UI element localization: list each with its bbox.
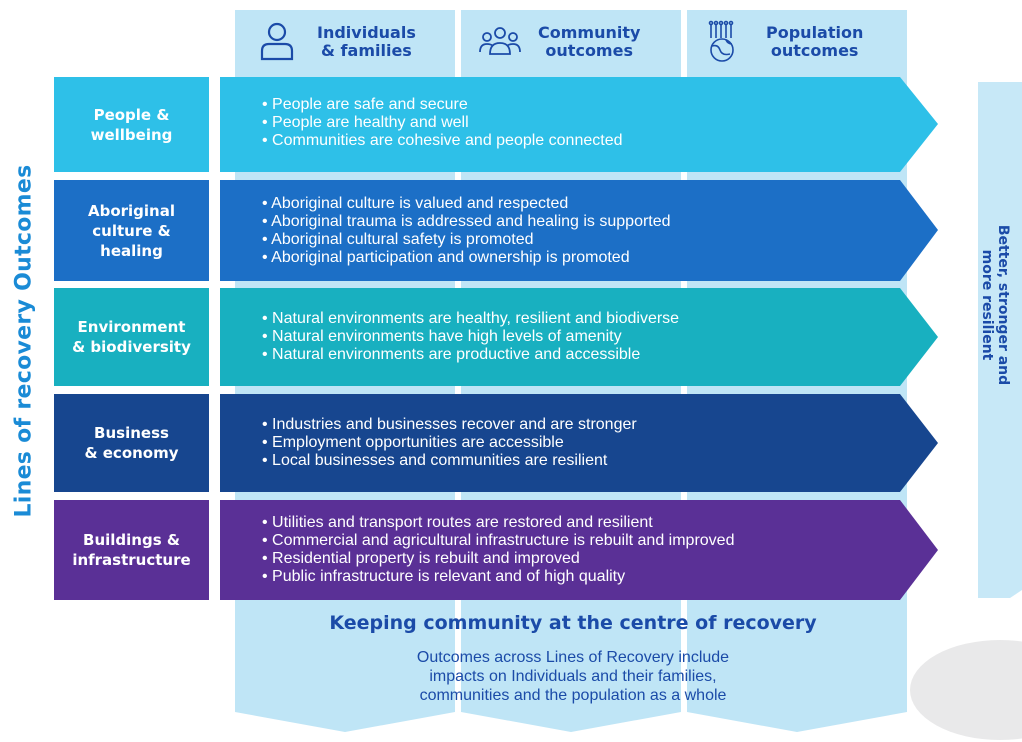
outcome-item: Commercial and agricultural infrastructu… (262, 532, 734, 550)
column-label-line: Population (766, 23, 864, 42)
outcome-item: Local businesses and communities are res… (262, 452, 637, 470)
outcome-item: People are healthy and well (262, 114, 622, 132)
row-label-buildings: Buildings & infrastructure (54, 500, 209, 600)
globe-population-icon (700, 20, 744, 64)
community-icon (478, 20, 522, 64)
outcome-item: Residential property is rebuilt and impr… (262, 550, 734, 568)
bottom-description: Outcomes across Lines of Recovery includ… (233, 648, 913, 705)
row-label-people: People & wellbeing (54, 77, 209, 172)
outcome-list-environment: Natural environments are healthy, resili… (262, 310, 679, 364)
row-label-environment: Environment & biodiversity (54, 288, 209, 386)
outcome-item: Communities are cohesive and people conn… (262, 132, 622, 150)
row-label-line: & economy (84, 444, 179, 462)
column-header-individuals: Individuals & families (255, 10, 416, 74)
row-label-line: Aboriginal (87, 201, 175, 220)
outcome-item: Natural environments have high levels of… (262, 328, 679, 346)
row-label-box-buildings (54, 500, 209, 600)
row-label-line: healing (100, 241, 163, 260)
column-label-line: outcomes (545, 41, 633, 60)
row-label-box-people (54, 77, 209, 172)
outcome-list-business: Industries and businesses recover and ar… (262, 416, 637, 470)
outcome-item: Natural environments are productive and … (262, 346, 679, 364)
side-title: Lines of recovery Outcomes (11, 164, 37, 518)
column-label: Community outcomes (538, 24, 640, 60)
row-label-box-aboriginal (54, 180, 209, 281)
right-arrow-shape (978, 82, 1022, 598)
outcome-item: People are safe and secure (262, 96, 622, 114)
row-label-box-environment (54, 288, 209, 386)
column-label: Individuals & families (317, 24, 416, 60)
right-arrow-caption-line: Better, stronger and (995, 224, 1011, 386)
row-label-line: Buildings & (83, 531, 180, 549)
person-icon (255, 20, 299, 64)
column-label-line: & families (321, 41, 412, 60)
column-header-population: Population outcomes (700, 10, 863, 74)
outcome-item: Aboriginal trauma is addressed and heali… (262, 213, 670, 231)
column-label: Population outcomes (766, 24, 863, 60)
bottom-title: Keeping community at the centre of recov… (329, 612, 817, 634)
outcome-item: Utilities and transport routes are resto… (262, 514, 734, 532)
bottom-description-line: communities and the population as a whol… (419, 687, 727, 704)
outcome-item: Industries and businesses recover and ar… (262, 416, 637, 434)
right-arrow-caption: Better, stronger and more resilient (979, 225, 1011, 385)
row-label-line: Business (94, 424, 169, 442)
outcome-list-aboriginal: Aboriginal culture is valued and respect… (262, 195, 671, 267)
column-label-line: Individuals (317, 23, 416, 42)
row-label-line: culture & (92, 221, 171, 240)
bottom-description-line: impacts on Individuals and their familie… (429, 668, 717, 685)
outcome-item: Public infrastructure is relevant and of… (262, 568, 734, 586)
row-label-line: wellbeing (90, 125, 173, 144)
outcome-item: Aboriginal participation and ownership i… (262, 249, 671, 267)
shadow-shape (910, 640, 1022, 740)
row-label-line: & biodiversity (72, 338, 191, 356)
row-label-line: Environment (77, 318, 186, 336)
column-header-community: Community outcomes (478, 10, 640, 74)
outcome-item: Aboriginal cultural safety is promoted (262, 231, 671, 249)
row-label-line: People & (93, 105, 170, 124)
row-label-business: Business & economy (54, 394, 209, 492)
column-label-line: Community (538, 23, 641, 42)
row-label-line: infrastructure (72, 551, 191, 569)
outcome-item: Natural environments are healthy, resili… (262, 310, 679, 328)
row-label-aboriginal: Aboriginal culture & healing (54, 180, 209, 281)
outcome-item: Aboriginal culture is valued and respect… (262, 195, 671, 213)
right-arrow-caption-line: more resilient (979, 249, 995, 361)
row-label-box-business (54, 394, 209, 492)
bottom-description-line: Outcomes across Lines of Recovery includ… (416, 649, 730, 666)
column-label-line: outcomes (770, 41, 859, 60)
outcome-list-buildings: Utilities and transport routes are resto… (262, 514, 734, 586)
outcome-list-people: People are safe and secure People are he… (262, 96, 622, 150)
outcome-item: Employment opportunities are accessible (262, 434, 637, 452)
